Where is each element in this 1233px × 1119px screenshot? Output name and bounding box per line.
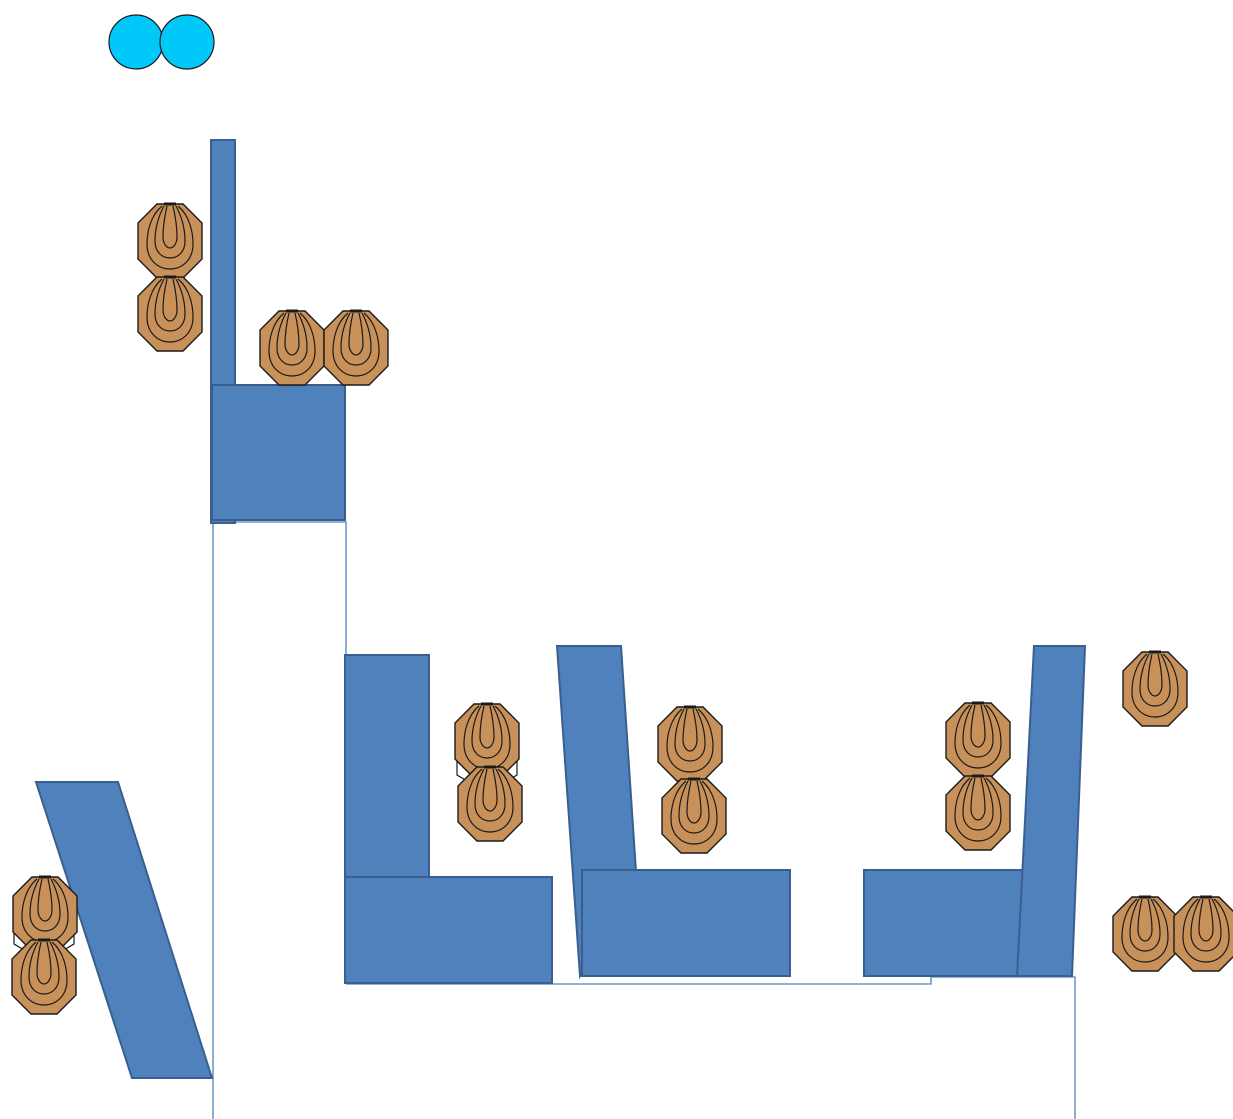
paper-target [138, 277, 202, 351]
wall-base-center-left [345, 877, 552, 983]
paper-target [12, 940, 76, 1014]
paper-target [260, 311, 324, 385]
wall-angled-right [1017, 646, 1085, 976]
paper-target [662, 779, 726, 853]
start-position [109, 15, 214, 69]
paper-target [946, 776, 1010, 850]
walls [36, 140, 1085, 1078]
wall-base-right [864, 870, 1024, 976]
paper-target [1123, 652, 1187, 726]
paper-target [324, 311, 388, 385]
wall-base-center [582, 870, 790, 976]
paper-target [138, 204, 202, 278]
paper-target [1113, 897, 1177, 971]
fault-line-upper [213, 522, 346, 655]
wall-block-top [212, 385, 345, 520]
paper-target [458, 767, 522, 841]
fault-line-bottom [346, 977, 1075, 1119]
wall-vertical-center-left [345, 655, 429, 878]
start-marker-left [109, 15, 163, 69]
paper-target [946, 703, 1010, 777]
paper-target [1174, 897, 1233, 971]
paper-target [658, 707, 722, 781]
start-marker-right [160, 15, 214, 69]
